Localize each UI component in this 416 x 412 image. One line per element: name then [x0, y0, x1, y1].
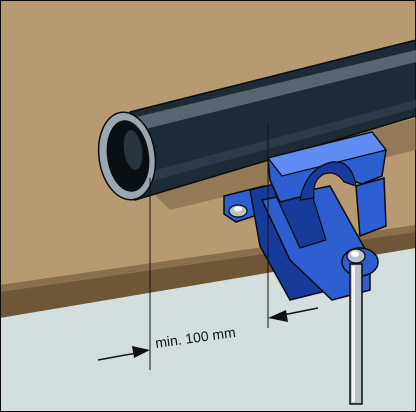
vise-handle-rod — [349, 263, 363, 405]
dimension-arrow-icon — [97, 307, 319, 361]
pipe-vise-icon — [249, 131, 388, 301]
threaded-pipe-icon — [97, 39, 416, 201]
